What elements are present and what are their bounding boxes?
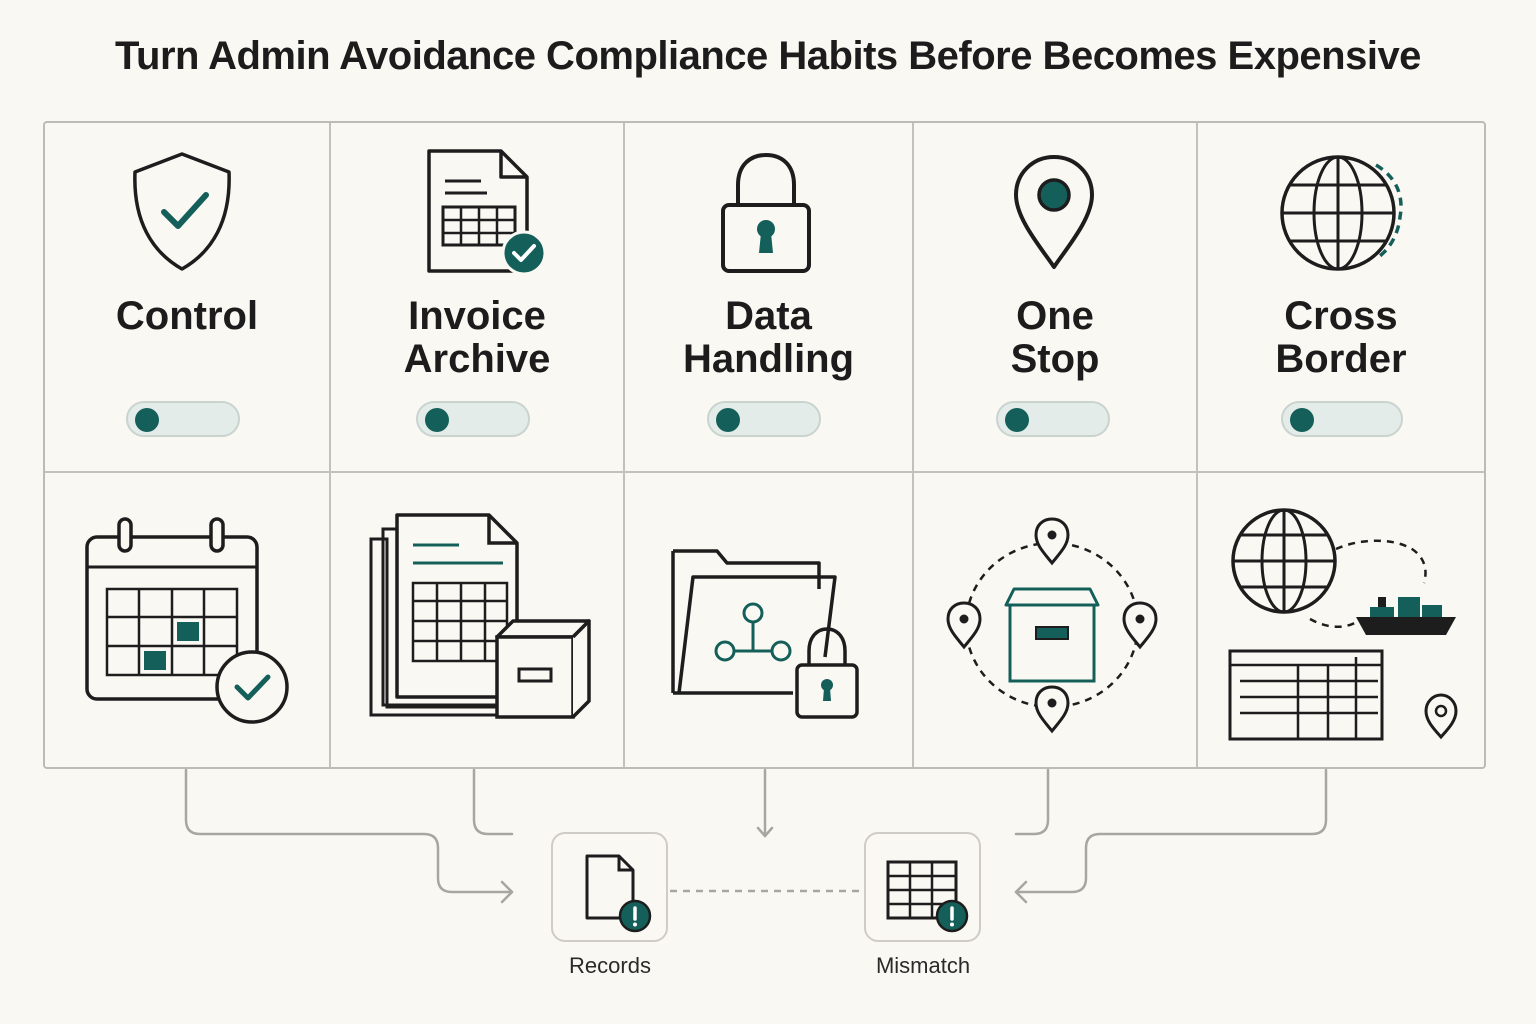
calendar-cell (45, 473, 329, 769)
globe-shipping-ledger-icon (1228, 508, 1458, 741)
feature-grid: Control Invoice Archive (43, 121, 1486, 769)
mismatch-label: Mismatch (875, 953, 971, 978)
folder-network-lock-icon (671, 549, 859, 719)
grid-divider (1196, 123, 1198, 767)
mismatch-node[interactable] (864, 832, 981, 942)
column-label: One Stop (1010, 294, 1100, 381)
cross-border-cell (1198, 473, 1484, 769)
column-label: Data Handling (682, 294, 855, 381)
toggle-knob (425, 408, 449, 432)
table-alert-icon (886, 860, 969, 933)
toggle-data-handling[interactable] (707, 401, 821, 437)
column-control: Control (45, 123, 329, 471)
archive-cell (331, 473, 623, 769)
toggle-control[interactable] (126, 401, 240, 437)
toggle-one-stop[interactable] (996, 401, 1110, 437)
box-locations-icon (946, 517, 1158, 734)
column-invoice-archive: Invoice Archive (331, 123, 623, 471)
toggle-knob (1005, 408, 1029, 432)
document-alert-icon (585, 854, 652, 933)
toggle-knob (1290, 408, 1314, 432)
toggle-knob (135, 408, 159, 432)
grid-divider (912, 123, 914, 767)
records-label: Records (569, 953, 651, 978)
grid-divider (623, 123, 625, 767)
one-stop-cell (914, 473, 1196, 769)
toggle-invoice-archive[interactable] (416, 401, 530, 437)
column-label: Cross Border (1275, 294, 1407, 381)
map-pin-icon (1014, 155, 1094, 269)
folder-cell (625, 473, 912, 769)
column-data-handling: Data Handling (625, 123, 912, 471)
column-label: Control (115, 294, 259, 338)
column-cross-border: Cross Border (1198, 123, 1484, 471)
grid-divider (329, 123, 331, 767)
records-node[interactable] (551, 832, 668, 942)
shield-check-icon (133, 152, 231, 271)
toggle-knob (716, 408, 740, 432)
page-title: Turn Admin Avoidance Compliance Habits B… (115, 34, 1421, 78)
padlock-icon (721, 152, 811, 273)
invoice-check-icon (427, 149, 547, 276)
toggle-cross-border[interactable] (1281, 401, 1403, 437)
grid-divider (45, 471, 1484, 473)
column-one-stop: One Stop (914, 123, 1196, 471)
globe-icon (1280, 155, 1403, 271)
calendar-check-icon (85, 517, 289, 724)
column-label: Invoice Archive (403, 294, 551, 381)
document-archive-box-icon (369, 513, 591, 719)
